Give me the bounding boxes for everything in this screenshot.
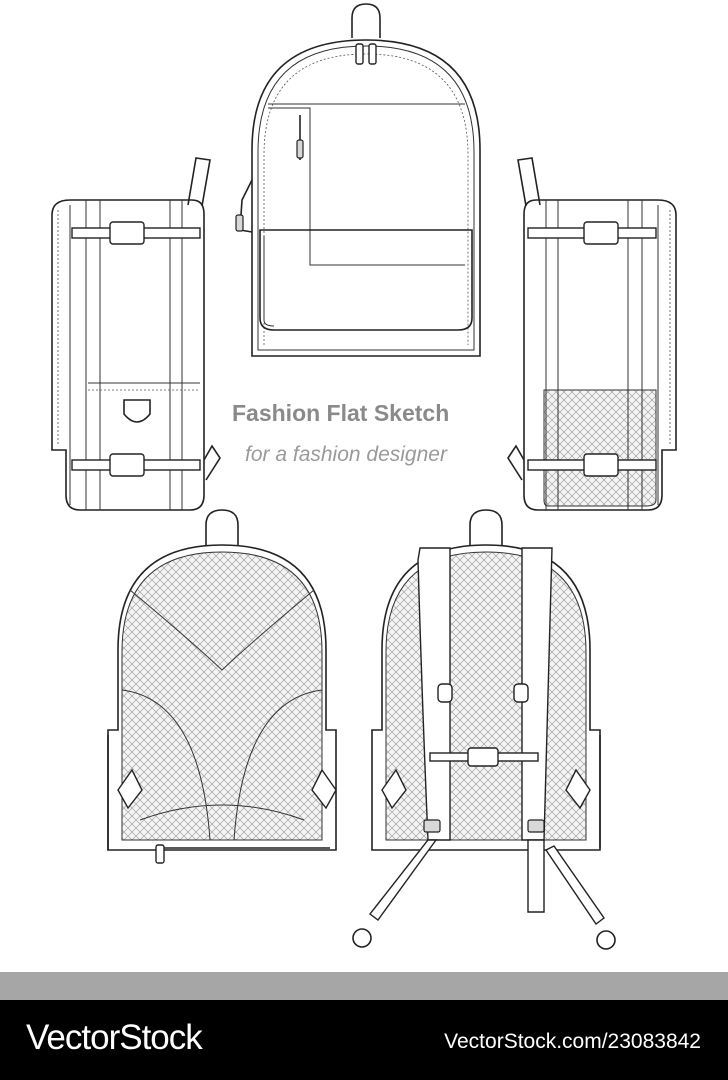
right-strap-tail: [527, 839, 545, 913]
left-snap-hook: [352, 928, 372, 948]
back-left-tab: [117, 768, 143, 810]
back-view-mesh-backpack: [107, 509, 337, 864]
straps-body: [371, 544, 601, 851]
left-d-ring: [437, 683, 453, 703]
watermark-footer: VectorStock VectorStock.com/23083842: [0, 1000, 728, 1080]
straps-mesh-panel: [385, 551, 587, 841]
left-strap-tail: [369, 839, 438, 921]
sternum-buckle: [467, 747, 499, 767]
right-side-loop: [517, 157, 541, 207]
caption-subtitle: for a fashion designer: [245, 443, 447, 466]
back-mesh-panel: [121, 551, 323, 841]
left-side-loop: [187, 157, 211, 207]
right-snap-hook: [596, 930, 616, 950]
back-top-handle: [205, 509, 239, 545]
flat-sketch-canvas: [51, 3, 677, 950]
left-side-tab: [203, 444, 221, 481]
front-lower-pocket: [259, 229, 473, 331]
caption-title: Fashion Flat Sketch: [232, 400, 450, 426]
separator-band: [0, 972, 728, 1000]
left-side-view-backpack: [51, 157, 221, 511]
front-view-backpack: [235, 3, 481, 357]
stock-image-id[interactable]: VectorStock.com/23083842: [444, 1030, 701, 1053]
zipper-pull-left: [355, 43, 364, 65]
left-side-body: [51, 199, 205, 511]
left-d-ring: [123, 399, 151, 423]
back-right-tab: [311, 768, 337, 810]
left-buckle-bottom: [109, 453, 145, 477]
brand-logo[interactable]: VectorStock: [26, 1018, 203, 1057]
zipper-pull-right: [368, 43, 377, 65]
right-side-body: [523, 199, 677, 511]
right-buckle-bottom: [583, 453, 619, 477]
right-buckle-top: [583, 221, 619, 245]
back-body: [107, 544, 337, 851]
right-side-view-backpack: [507, 157, 677, 511]
front-pocket-panel: [268, 107, 465, 266]
front-top-handle: [351, 3, 381, 38]
right-d-ring: [513, 683, 529, 703]
right-mesh-pocket: [543, 389, 657, 507]
back-view-straps-backpack: [352, 509, 616, 950]
front-body: [251, 39, 481, 357]
left-buckle-top: [109, 221, 145, 245]
right-side-tab: [507, 444, 525, 481]
straps-top-handle: [469, 509, 503, 545]
